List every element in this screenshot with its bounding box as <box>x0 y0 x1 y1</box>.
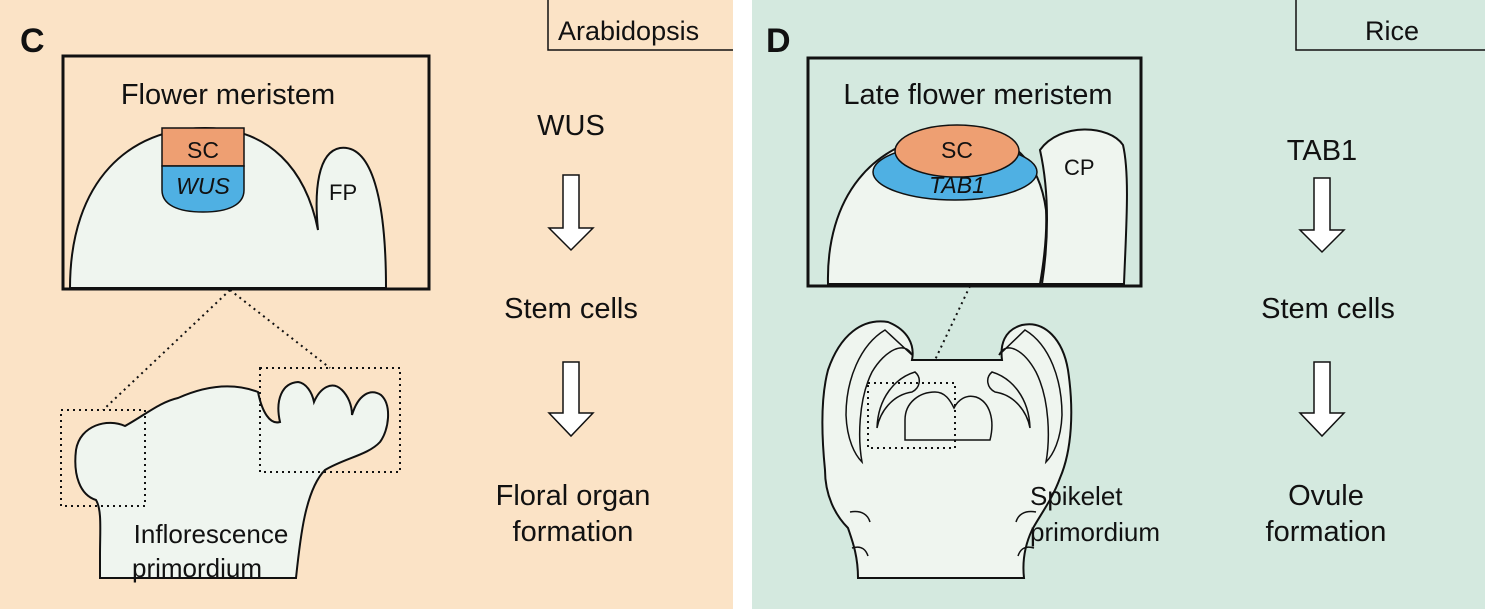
panel-d-pathway-gene: TAB1 <box>1287 135 1357 167</box>
panel-d-spikelet-inner-right <box>987 371 1031 429</box>
panel-d-flower-box <box>867 382 956 449</box>
panel-c-species-tab <box>547 0 733 51</box>
panel-d-species-tab <box>1295 0 1485 51</box>
panel-c-arrow-2 <box>547 361 595 438</box>
panel-c-wus-label: WUS <box>176 173 230 199</box>
panel-d-tissue-label-1: Spikelet <box>1030 481 1123 511</box>
panel-c-letter: C <box>20 22 45 60</box>
panel-c-wus-zone <box>161 165 245 213</box>
panel-d-spikelet-base-lobes <box>849 510 1037 557</box>
panel-c-inset-title: Flower meristem <box>121 79 335 111</box>
panel-d-spikelet-lemma-right <box>998 329 1063 465</box>
panel-d-tab1-label: TAB1 <box>929 172 985 198</box>
panel-c-fp-label: FP <box>329 180 357 205</box>
panel-c-inflorescence-primordium <box>74 380 389 579</box>
panel-d-species-label: Rice <box>1365 16 1419 46</box>
panel-c-tissue-label-2: primordium <box>132 553 262 583</box>
panel-d-arrow-2 <box>1298 361 1346 438</box>
panel-c: C Arabidopsis Flower meristem SC WUS FP … <box>0 0 733 609</box>
panel-d-pathway-outcome-2: formation <box>1266 516 1387 548</box>
panel-c-arrow-1 <box>547 174 595 252</box>
panel-d-inset-title: Late flower meristem <box>843 79 1112 111</box>
panel-c-zoom-line-left <box>102 289 231 411</box>
panel-c-pathway-outcome-1: Floral organ <box>496 480 651 512</box>
panel-c-flower-box-right <box>259 367 401 473</box>
panel-c-tissue-label-1: Inflorescence <box>134 519 289 549</box>
panel-c-sc-label: SC <box>187 137 219 163</box>
panel-c-flower-box-left <box>60 409 146 507</box>
panel-d-stem-cell-zone <box>894 124 1020 178</box>
panel-d-spikelet-inner-left <box>876 371 920 429</box>
panel-d-letter: D <box>766 22 791 60</box>
panel-c-species-label: Arabidopsis <box>558 16 699 46</box>
panel-d-pathway-outcome-1: Ovule <box>1288 480 1364 512</box>
panel-c-pathway-stem-cells: Stem cells <box>504 293 638 325</box>
panel-d-spikelet-lemma-left <box>845 329 913 465</box>
panel-c-pathway-outcome-2: formation <box>513 516 634 548</box>
panel-d-carpel-primordium <box>1038 128 1128 285</box>
panel-d-spikelet-meristem <box>904 391 993 441</box>
panel-c-pathway-gene: WUS <box>537 110 605 142</box>
panel-d: D Rice Late flower meristem SC TAB1 CP S… <box>752 0 1485 609</box>
panel-d-tissue-label-2: primordium <box>1030 517 1160 547</box>
panel-d-pathway-stem-cells: Stem cells <box>1261 293 1395 325</box>
panel-d-sc-label: SC <box>941 137 973 163</box>
panel-d-arrow-1 <box>1298 177 1346 254</box>
panel-d-cp-label: CP <box>1064 155 1095 180</box>
